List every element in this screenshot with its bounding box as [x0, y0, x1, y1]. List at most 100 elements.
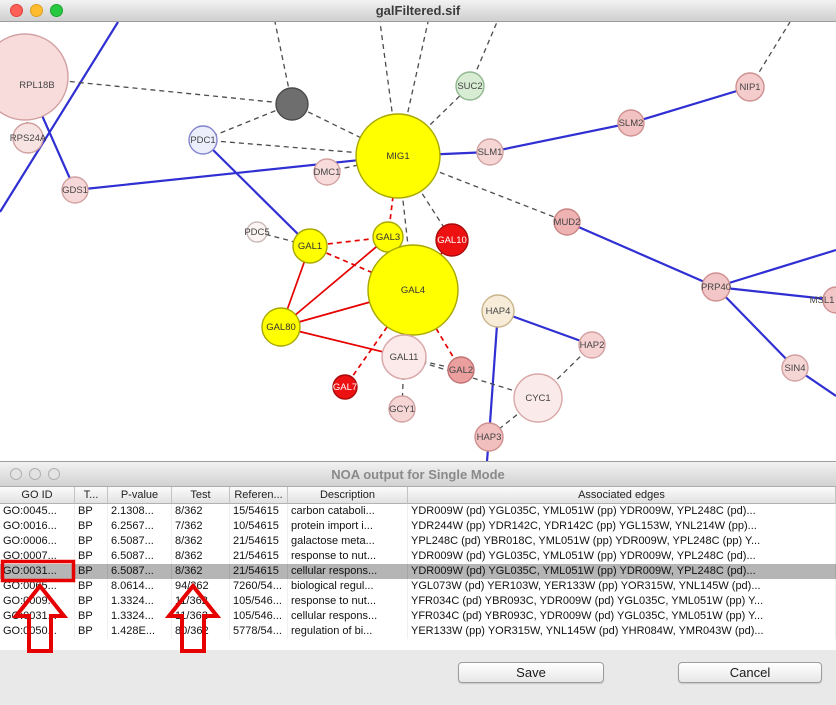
edge-SLM2-NIP1[interactable] [630, 85, 751, 125]
node-prp40[interactable] [701, 272, 731, 302]
save-button[interactable]: Save [458, 662, 604, 683]
node-gal7[interactable] [332, 374, 358, 400]
graph-window-titlebar[interactable]: galFiltered.sif [0, 0, 836, 22]
cell-p-value: 6.5087... [108, 549, 172, 564]
cell-test: 8/362 [172, 504, 230, 519]
node-gal1[interactable] [292, 228, 328, 264]
node-label-gal3: GAL3 [376, 232, 400, 243]
edge-HAP4-HAP3[interactable] [487, 310, 500, 438]
node-hap3[interactable] [474, 422, 504, 452]
col-header-test[interactable]: Test [172, 487, 230, 504]
edge-aTL-aL1[interactable] [0, 22, 119, 213]
edge-PRP40-MSL1[interactable] [715, 285, 836, 302]
node-hap4[interactable] [481, 294, 515, 328]
edge-MUD2-PRP40[interactable] [566, 220, 717, 289]
col-header-type[interactable]: T... [75, 487, 108, 504]
node-gal80[interactable] [261, 307, 301, 347]
edge-PDC1-GAL1[interactable] [202, 139, 311, 247]
node-gal4[interactable] [367, 244, 459, 336]
cancel-button[interactable]: Cancel [678, 662, 822, 683]
node-gal2[interactable] [447, 356, 475, 384]
node-sin4[interactable] [781, 354, 809, 382]
cell-description: cellular respons... [288, 564, 408, 579]
node-label-slm1: SLM1 [478, 147, 503, 158]
node-label-hap4: HAP4 [486, 306, 511, 317]
cell-reference: 21/54615 [230, 534, 288, 549]
node-label-pdc5: PDC5 [244, 227, 269, 238]
cell-go-id: GO:0031... [0, 564, 75, 579]
cell-test: 8/362 [172, 564, 230, 579]
col-header-go-id[interactable]: GO ID [0, 487, 75, 504]
col-header-reference[interactable]: Referen... [230, 487, 288, 504]
node-gal11[interactable] [381, 334, 427, 380]
edge-SLM1-SLM2[interactable] [489, 121, 632, 154]
node-gray[interactable] [275, 87, 309, 121]
cell-description: biological regul... [288, 579, 408, 594]
close-button-icon[interactable] [10, 4, 23, 17]
zoom-button-icon[interactable] [50, 4, 63, 17]
inactive-minimize-icon[interactable] [29, 468, 41, 480]
node-slm2[interactable] [617, 109, 645, 137]
edge-PRP40-aR1[interactable] [715, 248, 836, 289]
cell-type: BP [75, 609, 108, 624]
node-slm1[interactable] [476, 138, 504, 166]
node-msl1[interactable] [822, 286, 836, 314]
node-gcy1[interactable] [388, 395, 416, 423]
inactive-close-icon[interactable] [10, 468, 22, 480]
node-suc2[interactable] [455, 71, 485, 101]
node-pdc1[interactable] [188, 125, 218, 155]
node-cyc1[interactable] [513, 373, 563, 423]
cell-reference: 15/54615 [230, 504, 288, 519]
cell-p-value: 8.0614... [108, 579, 172, 594]
network-graph[interactable]: RPL18BRPS24AGDS1PDC1DMC1MIG1SUC2SLM1SLM2… [0, 22, 836, 461]
cell-go-id: GO:0065... [0, 579, 75, 594]
node-gal10[interactable] [435, 223, 469, 257]
noa-window-titlebar[interactable]: NOA output for Single Mode [0, 462, 836, 487]
edge-PRP40-SIN4[interactable] [715, 286, 796, 369]
cell-associated-edges: YDR244W (pp) YDR142C, YDR142C (pp) YGL15… [408, 519, 836, 534]
cell-type: BP [75, 549, 108, 564]
node-label-rps24a: RPS24A [10, 133, 47, 144]
edge-GAL4-GAL2[interactable] [412, 289, 462, 371]
edge-GAL3-GAL80[interactable] [280, 236, 389, 328]
col-header-p-value[interactable]: P-value [108, 487, 172, 504]
node-rps24a[interactable] [12, 122, 44, 154]
col-header-associated-edges[interactable]: Associated edges [408, 487, 836, 504]
edge-GRAY-MIG1[interactable] [291, 103, 399, 157]
node-pdc5[interactable] [246, 221, 268, 243]
inactive-zoom-icon[interactable] [48, 468, 60, 480]
cell-test: 11/362 [172, 609, 230, 624]
node-nip1[interactable] [735, 72, 765, 102]
node-gds1[interactable] [61, 176, 89, 204]
minimize-button-icon[interactable] [30, 4, 43, 17]
edge-GRAY-PDC1[interactable] [202, 103, 293, 141]
cell-type: BP [75, 519, 108, 534]
cell-associated-edges: YGL073W (pd) YER103W, YER133W (pp) YOR31… [408, 579, 836, 594]
edge-MIG1-SUC2[interactable] [397, 85, 471, 157]
node-mud2[interactable] [553, 208, 581, 236]
col-header-description[interactable]: Description [288, 487, 408, 504]
cell-p-value: 6.5087... [108, 564, 172, 579]
cell-description: regulation of bi... [288, 624, 408, 639]
node-mig1[interactable] [355, 113, 441, 199]
cell-test: 94/362 [172, 579, 230, 594]
cell-go-id: GO:0006... [0, 534, 75, 549]
node-dmc1[interactable] [313, 158, 341, 186]
node-hap2[interactable] [578, 331, 606, 359]
cell-type: BP [75, 594, 108, 609]
node-label-mud2: MUD2 [554, 217, 581, 228]
node-rpl18b[interactable] [0, 33, 69, 121]
